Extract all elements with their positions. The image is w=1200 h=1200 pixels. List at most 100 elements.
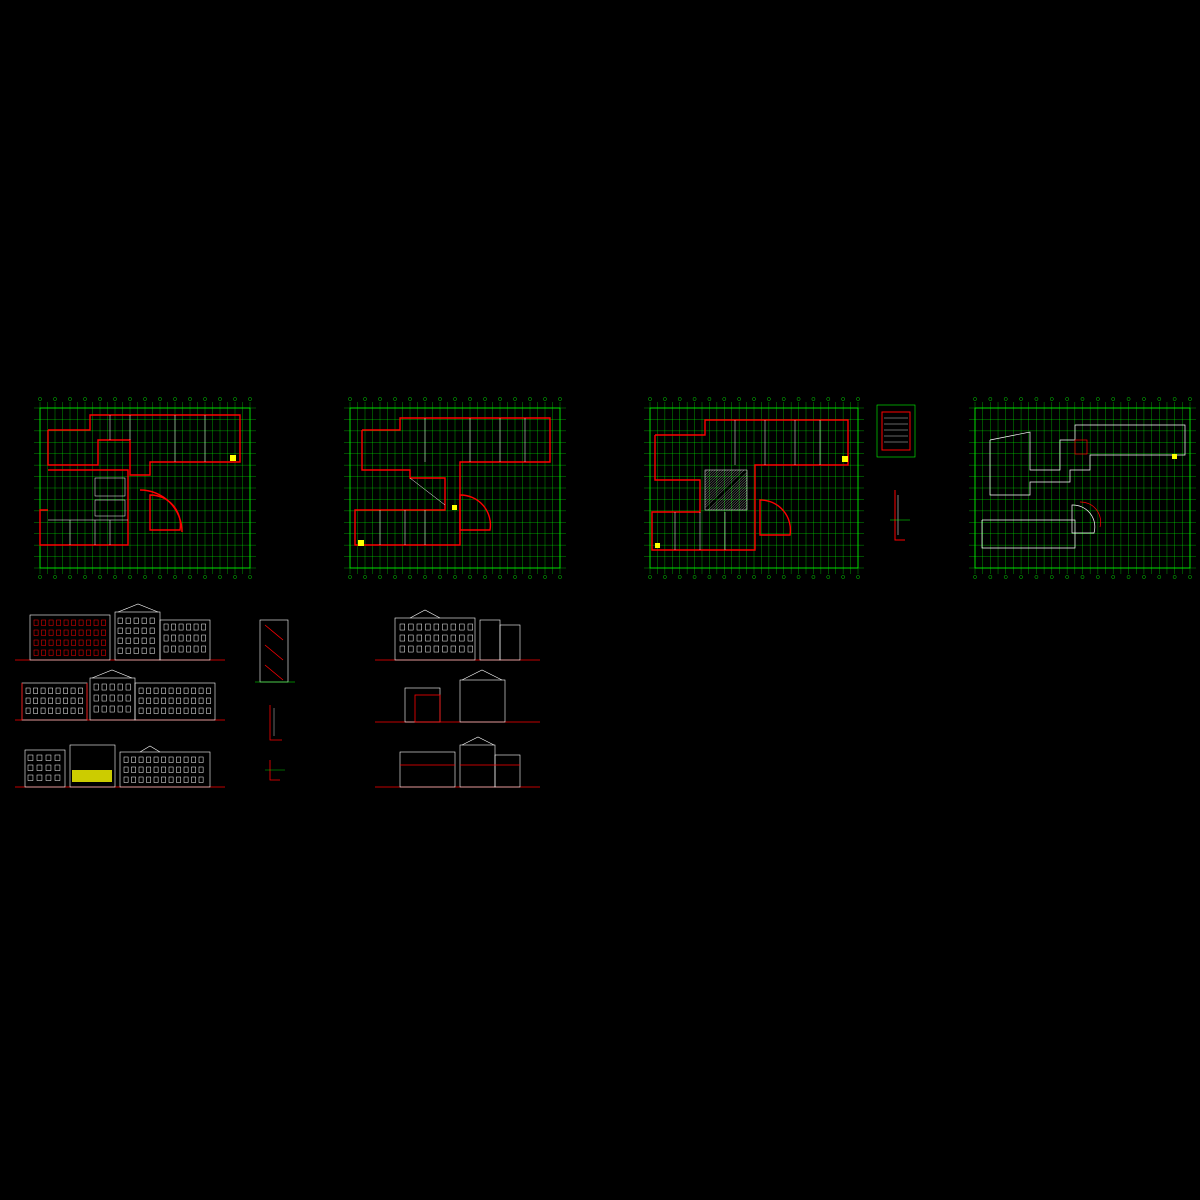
- plan-2-walls: [354, 417, 551, 546]
- window: [93, 694, 99, 702]
- window: [450, 623, 456, 631]
- grid-line: [723, 487, 748, 511]
- grid-line: [704, 469, 734, 498]
- window: [198, 697, 204, 704]
- window: [55, 687, 61, 694]
- window: [101, 639, 106, 646]
- small-detail-1[interactable]: [269, 705, 282, 741]
- window: [178, 634, 184, 642]
- grid-line: [731, 494, 748, 511]
- window: [178, 623, 184, 631]
- grid-line: [704, 469, 711, 476]
- window: [399, 645, 405, 653]
- window: [153, 707, 159, 714]
- window: [206, 697, 211, 704]
- axis-bubble: [737, 575, 741, 579]
- window: [138, 776, 144, 783]
- window: [48, 649, 54, 656]
- window: [125, 647, 131, 654]
- elevation-east[interactable]: [375, 609, 540, 661]
- window: [70, 697, 76, 704]
- window: [78, 697, 83, 704]
- axis-bubble: [692, 575, 697, 579]
- axis-bubble: [988, 397, 993, 401]
- axis-bubble: [1172, 397, 1177, 401]
- window: [78, 629, 84, 636]
- axis-bubble: [707, 397, 712, 401]
- elevation-long-3[interactable]: [15, 744, 225, 788]
- window: [416, 623, 422, 631]
- axis-bubble: [856, 575, 860, 579]
- axis-bubble: [173, 397, 177, 401]
- axis-bubble: [468, 575, 472, 579]
- plan-2-markers: [358, 505, 457, 546]
- axis-bubble: [781, 397, 786, 401]
- axis-bubble: [128, 397, 132, 401]
- grid-line: [704, 469, 737, 501]
- window: [206, 707, 211, 714]
- window: [425, 645, 431, 653]
- elevation-north[interactable]: [15, 669, 225, 721]
- axis-bubble: [348, 575, 352, 579]
- plan-3-walls: [651, 419, 849, 551]
- window: [168, 687, 174, 694]
- elevation-east-windows: [399, 623, 473, 653]
- window: [117, 683, 123, 691]
- window: [36, 764, 43, 771]
- window: [78, 687, 83, 694]
- axis-bubble: [483, 397, 487, 401]
- window: [71, 629, 76, 636]
- axis-bubble: [233, 575, 237, 579]
- window: [149, 647, 155, 654]
- elevation-south[interactable]: [15, 603, 225, 661]
- axis-bubble: [38, 397, 42, 401]
- wall-section-detail[interactable]: [890, 490, 910, 541]
- axis-bubble: [348, 397, 352, 401]
- window: [27, 764, 34, 771]
- window: [56, 639, 61, 646]
- axis-bubble: [513, 575, 517, 579]
- window: [101, 694, 107, 702]
- window: [117, 627, 123, 634]
- window: [93, 639, 99, 646]
- window: [117, 694, 123, 702]
- axis-bubble: [498, 575, 502, 579]
- window: [191, 707, 196, 714]
- axis-bubble: [1157, 397, 1162, 401]
- window: [101, 649, 106, 656]
- elevation-west[interactable]: [375, 669, 540, 723]
- axis-bubble: [53, 575, 57, 579]
- floor-plan-1[interactable]: [34, 397, 256, 579]
- window: [408, 645, 414, 653]
- grid-line: [715, 479, 748, 511]
- window: [198, 756, 204, 763]
- small-detail-2[interactable]: [265, 760, 285, 781]
- axis-bubble: [83, 397, 87, 401]
- window: [146, 707, 151, 714]
- stair-detail[interactable]: [876, 404, 916, 458]
- axis-bubble: [218, 397, 222, 401]
- window: [176, 707, 181, 714]
- axis-bubble: [53, 397, 57, 401]
- window: [93, 649, 99, 656]
- floor-plan-3[interactable]: [644, 397, 864, 579]
- axis-bubble: [203, 397, 207, 401]
- roof-plan[interactable]: [969, 397, 1196, 579]
- stair-section-detail[interactable]: [255, 619, 295, 683]
- floor-plan-2[interactable]: [344, 397, 566, 579]
- roof-accents: [1074, 439, 1101, 528]
- axis-bubble: [1142, 575, 1146, 579]
- axis-bubble: [113, 575, 117, 579]
- grid-line: [733, 497, 748, 511]
- grid-line: [704, 469, 719, 483]
- section-1-1[interactable]: [375, 736, 540, 788]
- roof-grid: [969, 397, 1196, 579]
- window: [63, 649, 69, 656]
- window: [71, 619, 76, 626]
- elevation-south-windows: [33, 617, 206, 656]
- axis-bubble: [767, 575, 771, 579]
- window: [27, 774, 34, 781]
- window: [186, 645, 191, 653]
- plan-1-walls: [39, 414, 241, 546]
- window: [138, 756, 144, 763]
